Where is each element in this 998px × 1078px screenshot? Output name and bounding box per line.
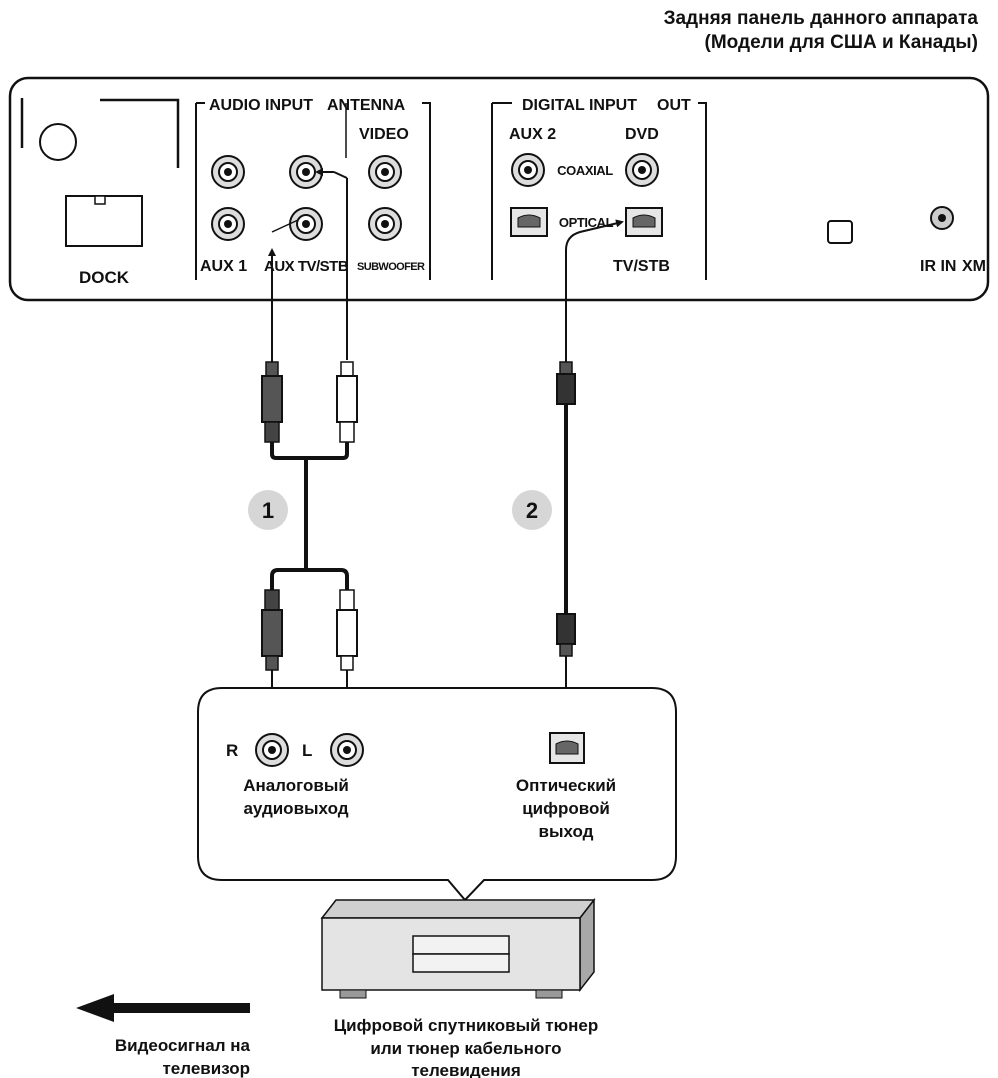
tvstb-overlap-label: AUX TV/STB	[264, 258, 349, 275]
tuner-device-icon	[320, 897, 596, 999]
analog-out-label-2: аудиовыход	[243, 799, 348, 818]
optical-port-tvstb[interactable]	[625, 207, 663, 237]
ir-in-label: IR IN	[920, 258, 956, 275]
optical-out-label-2: цифровой	[522, 799, 610, 818]
jack-aux1-bottom[interactable]	[211, 207, 245, 241]
tuner-label-3: телевидения	[411, 1061, 521, 1078]
jack-analog-out-r[interactable]	[255, 733, 289, 767]
cable1-badge-number: 1	[262, 498, 274, 523]
audio-input-label: AUDIO INPUT	[209, 97, 313, 114]
rear-panel	[8, 76, 990, 302]
cable2-lower-plug	[556, 613, 576, 720]
optical-out-port[interactable]	[549, 732, 585, 764]
panel-bracket	[100, 98, 180, 168]
optical-out-label-3: выход	[539, 822, 594, 841]
jack-analog-out-l[interactable]	[330, 733, 364, 767]
coaxial-label: COAXIAL	[557, 163, 613, 178]
analog-out-label-1: Аналоговый	[243, 776, 349, 795]
optical-label: OPTICAL	[559, 215, 614, 230]
cable2-badge: 2	[512, 490, 552, 530]
subwoofer-label: SUBWOOFER	[357, 261, 425, 273]
jack-aux1-top[interactable]	[211, 155, 245, 189]
cable1-lower-right-plug	[336, 589, 358, 720]
aux2-label: AUX 2	[509, 126, 556, 143]
jack-tvstb-bottom[interactable]	[289, 207, 323, 241]
tuner-label-2: или тюнер кабельного	[370, 1039, 561, 1058]
cable1-lower-left-plug	[261, 589, 283, 720]
xm-connector[interactable]	[827, 220, 853, 244]
cable1-upper-right-plug	[315, 168, 358, 443]
cable1-badge: 1	[248, 490, 288, 530]
tuner-label-1: Цифровой спутниковый тюнер	[334, 1016, 599, 1035]
cable2-upper-plug	[556, 361, 576, 405]
video-label: VIDEO	[359, 126, 409, 143]
l-channel-label: L	[302, 741, 312, 760]
dock-label: DOCK	[79, 268, 130, 287]
optical-out-label-1: Оптический	[516, 776, 616, 795]
cable2-upper-lead	[565, 219, 624, 362]
video-to-tv-label-2: телевизор	[162, 1059, 250, 1078]
jack-subwoofer[interactable]	[368, 207, 402, 241]
jack-ir-in[interactable]	[930, 206, 954, 230]
video-to-tv-label-1: Видеосигнал на	[115, 1036, 251, 1055]
jack-video[interactable]	[368, 155, 402, 189]
header-line-1: Задняя панель данного аппарата	[664, 8, 979, 29]
header-line-2: (Модели для США и Канады)	[705, 32, 979, 53]
tvstb-label: TV/STB	[613, 258, 670, 275]
power-inlet-icon	[39, 123, 77, 161]
cable1-upper-left-plug	[261, 248, 283, 443]
digital-input-label: DIGITAL INPUT	[522, 97, 637, 114]
r-channel-label: R	[226, 741, 238, 760]
jack-coaxial-dvd[interactable]	[625, 153, 659, 187]
video-to-tv-arrow-icon	[76, 994, 250, 1022]
dock-connector	[65, 195, 143, 247]
out-label: OUT	[657, 97, 691, 114]
antenna-label: ANTENNA	[327, 97, 406, 114]
optical-port-aux2[interactable]	[510, 207, 548, 237]
cable2-badge-number: 2	[526, 498, 538, 523]
dvd-label: DVD	[625, 126, 659, 143]
jack-coaxial-aux2[interactable]	[511, 153, 545, 187]
aux1-label: AUX 1	[200, 258, 247, 275]
xm-label: XM	[962, 258, 986, 275]
